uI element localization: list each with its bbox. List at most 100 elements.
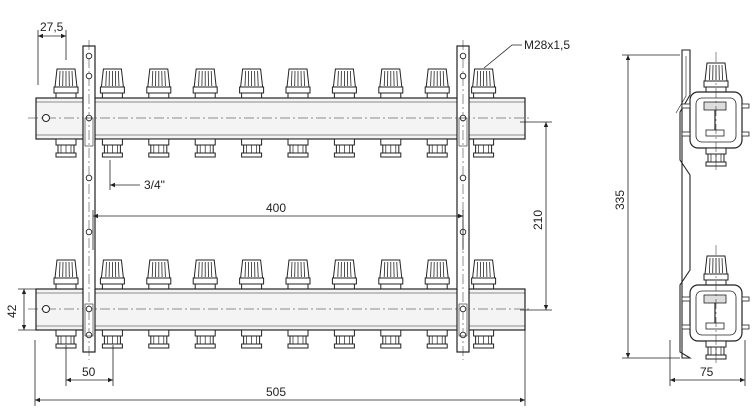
cap-rib [71, 70, 73, 87]
outlet-end [426, 152, 448, 158]
bracket-hole [85, 228, 93, 236]
stem-seat [705, 129, 725, 137]
outlet-nut [55, 329, 77, 337]
bracket-hole [459, 305, 467, 313]
bracket-hole [459, 331, 467, 339]
screw [741, 296, 750, 302]
bracket-hole [459, 72, 467, 80]
bracket-hole [459, 52, 467, 60]
manifold-rail [28, 259, 532, 349]
cap-rib [430, 70, 432, 87]
cap-rib [244, 261, 246, 278]
screw [681, 103, 691, 109]
mounting-bracket [82, 40, 96, 360]
cap-base [241, 92, 263, 99]
manifold-bar [35, 97, 526, 140]
screw [681, 131, 691, 137]
side-body [681, 52, 750, 172]
cap-rib [198, 261, 200, 278]
cap-nut [285, 277, 311, 285]
arrowhead [740, 377, 745, 383]
cap-nut [239, 277, 265, 285]
dimension-lines [18, 30, 746, 406]
cap-nut [146, 277, 172, 285]
outlet-end [426, 343, 448, 349]
end-plug [42, 305, 50, 313]
manifold-rail [28, 68, 532, 158]
cap-base [55, 92, 77, 99]
bracket-profile [679, 49, 692, 359]
cap-base [333, 283, 355, 290]
bracket-hole [459, 174, 467, 182]
bracket-hole [85, 331, 93, 339]
cap-base [148, 283, 170, 290]
dim-rail-spacing: 210 [531, 210, 545, 230]
stem-seat [705, 322, 725, 330]
cap-rib [721, 257, 723, 274]
dim-outlet-pitch: 50 [82, 365, 96, 379]
arrowhead [21, 325, 27, 330]
cap-rib [151, 261, 154, 278]
outlet-end [380, 343, 402, 349]
cap-rib [105, 261, 107, 278]
cap-rib [257, 70, 259, 87]
bracket-hole [85, 72, 93, 80]
screw [741, 324, 750, 330]
screw [681, 324, 691, 330]
cap-rib [489, 261, 491, 278]
cap-base [380, 283, 402, 290]
cap-base [426, 92, 448, 99]
cap-rib [396, 70, 398, 87]
cap-nut [192, 86, 218, 94]
manifold-bar [35, 288, 526, 331]
outlet-nut [473, 138, 495, 146]
bracket-hole [85, 174, 93, 182]
outlet-end [194, 343, 216, 349]
flow-window [703, 294, 727, 304]
arrowhead [543, 122, 549, 127]
outlet-end [333, 152, 355, 158]
arrowhead [458, 213, 463, 219]
arrowhead [670, 377, 675, 383]
cap-base [194, 283, 216, 290]
outlet-end [241, 152, 263, 158]
outlet-end [287, 343, 309, 349]
front-view [28, 40, 532, 360]
outlet-end [333, 343, 355, 349]
arrowhead [110, 182, 115, 188]
cap-rib [151, 70, 154, 87]
bracket-bend [675, 56, 687, 114]
cap-rib [118, 261, 120, 278]
dim-overall-length: 505 [266, 385, 286, 399]
cap-base [148, 92, 170, 99]
arrowhead [625, 353, 631, 358]
dim-thread: M28x1,5 [524, 38, 570, 52]
outlet-nut [55, 138, 77, 146]
outlet-nut [194, 138, 216, 146]
cap-base [473, 283, 495, 290]
outlet-nut [380, 329, 402, 337]
cap-nut [424, 277, 450, 285]
cap-rib [337, 261, 339, 278]
cap-rib [59, 261, 61, 278]
mounting-bracket [456, 40, 470, 360]
bracket-slot [84, 303, 94, 337]
cap-rib [105, 70, 107, 87]
outlet-end [148, 343, 170, 349]
cap-nut [285, 86, 311, 94]
cap-nut [424, 86, 450, 94]
cap-rib [350, 261, 352, 278]
outlet-end [148, 152, 170, 158]
cap-rib [442, 261, 445, 278]
outlet-nut [148, 329, 170, 337]
cap-rib [59, 70, 61, 87]
outlet-end [241, 343, 263, 349]
cap-nut [53, 277, 79, 285]
cap-nut [471, 86, 497, 94]
cap-nut [146, 86, 172, 94]
arrowhead [108, 377, 113, 383]
cap-base [287, 92, 309, 99]
arrowhead [61, 33, 66, 39]
outlet-nut [241, 329, 263, 337]
